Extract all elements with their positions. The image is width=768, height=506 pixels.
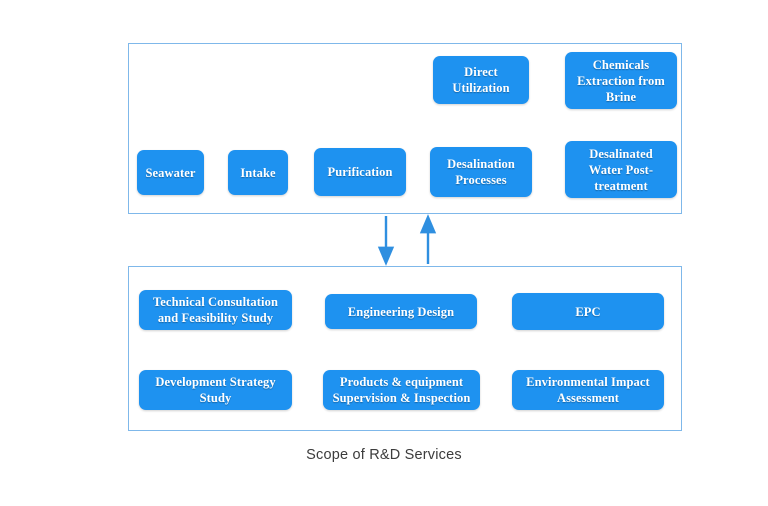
node-products-equipment-supervision[interactable]: Products & equipment Supervision & Inspe…: [323, 370, 480, 410]
node-intake[interactable]: Intake: [228, 150, 288, 195]
diagram-caption: Scope of R&D Services: [306, 447, 462, 463]
node-technical-consultation[interactable]: Technical Consultation and Feasibility S…: [139, 290, 292, 330]
node-seawater[interactable]: Seawater: [137, 150, 204, 195]
node-chemicals-extraction-from-brine[interactable]: Chemicals Extraction from Brine: [565, 52, 677, 109]
node-direct-utilization[interactable]: Direct Utilization: [433, 56, 529, 104]
node-epc[interactable]: EPC: [512, 293, 664, 330]
node-desalinated-water-post-treatment[interactable]: Desalinated Water Post- treatment: [565, 141, 677, 198]
node-purification[interactable]: Purification: [314, 148, 406, 196]
node-environmental-impact-assessment[interactable]: Environmental Impact Assessment: [512, 370, 664, 410]
node-engineering-design[interactable]: Engineering Design: [325, 294, 477, 329]
node-desalination-processes[interactable]: Desalination Processes: [430, 147, 532, 197]
node-development-strategy-study[interactable]: Development Strategy Study: [139, 370, 292, 410]
